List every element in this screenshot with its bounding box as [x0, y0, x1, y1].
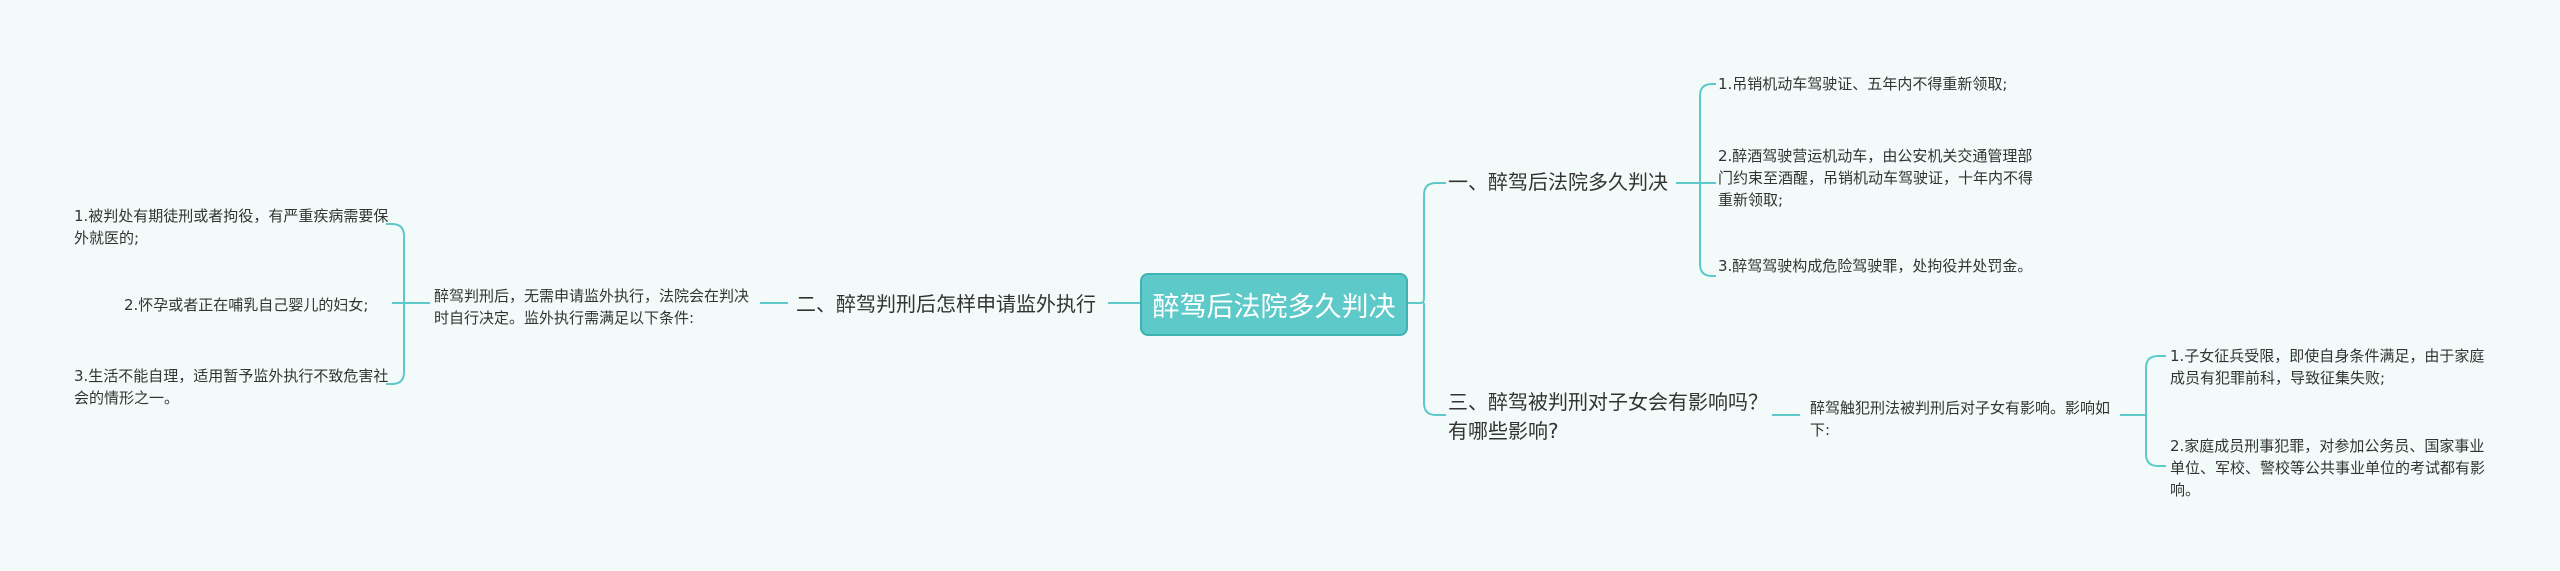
connector-intro2-children: [386, 223, 430, 385]
branch-2-child-3[interactable]: 3.生活不能自理，适用暂予监外执行不致危害社会的情形之一。: [74, 367, 389, 407]
connector-intro3-children: [2120, 355, 2166, 467]
branch-3-label: 三、醉驾被判刑对子女会有影响吗？有哪些影响?: [1448, 390, 1768, 443]
branch-3-child-1[interactable]: 1.子女征兵受限，即使自身条件满足，由于家庭成员有犯罪前科，导致征集失败;: [2170, 347, 2485, 387]
branch-2[interactable]: 二、醉驾判刑后怎样申请监外执行: [796, 290, 1096, 319]
branch-2-child-2[interactable]: 2.怀孕或者正在哺乳自己婴儿的妇女;: [124, 296, 369, 314]
connector-root-branch3: [1423, 303, 1446, 416]
connector-root-right: [1408, 182, 1446, 304]
connector-branch1-children: [1676, 83, 1716, 277]
branch-2-intro[interactable]: 醉驾判刑后，无需申请监外执行，法院会在判决时自行决定。监外执行需满足以下条件:: [434, 287, 750, 327]
root-label: 醉驾后法院多久判决: [1152, 292, 1396, 323]
branch-3-intro[interactable]: 醉驾触犯刑法被判刑后对子女有影响。影响如下:: [1810, 399, 2111, 439]
branch-1[interactable]: 一、醉驾后法院多久判决: [1448, 168, 1668, 197]
branch-1-child-2[interactable]: 2.醉酒驾驶营运机动车，由公安机关交通管理部门约束至酒醒，吊销机动车驾驶证，十年…: [1718, 147, 2034, 209]
branch-3-child-2[interactable]: 2.家庭成员刑事犯罪，对参加公务员、国家事业单位、军校、警校等公共事业单位的考试…: [2170, 437, 2486, 499]
root-node[interactable]: 醉驾后法院多久判决: [1140, 273, 1408, 336]
branch-1-label: 一、醉驾后法院多久判决: [1448, 170, 1668, 194]
branch-3[interactable]: 三、醉驾被判刑对子女会有影响吗？有哪些影响?: [1448, 388, 1773, 446]
branch-2-child-1[interactable]: 1.被判处有期徒刑或者拘役，有严重疾病需要保外就医的;: [74, 207, 389, 247]
branch-1-child-1[interactable]: 1.吊销机动车驾驶证、五年内不得重新领取;: [1718, 75, 2008, 93]
branch-1-child-3[interactable]: 3.醉驾驾驶构成危险驾驶罪，处拘役并处罚金。: [1718, 257, 2033, 275]
branch-2-label: 二、醉驾判刑后怎样申请监外执行: [796, 292, 1096, 316]
